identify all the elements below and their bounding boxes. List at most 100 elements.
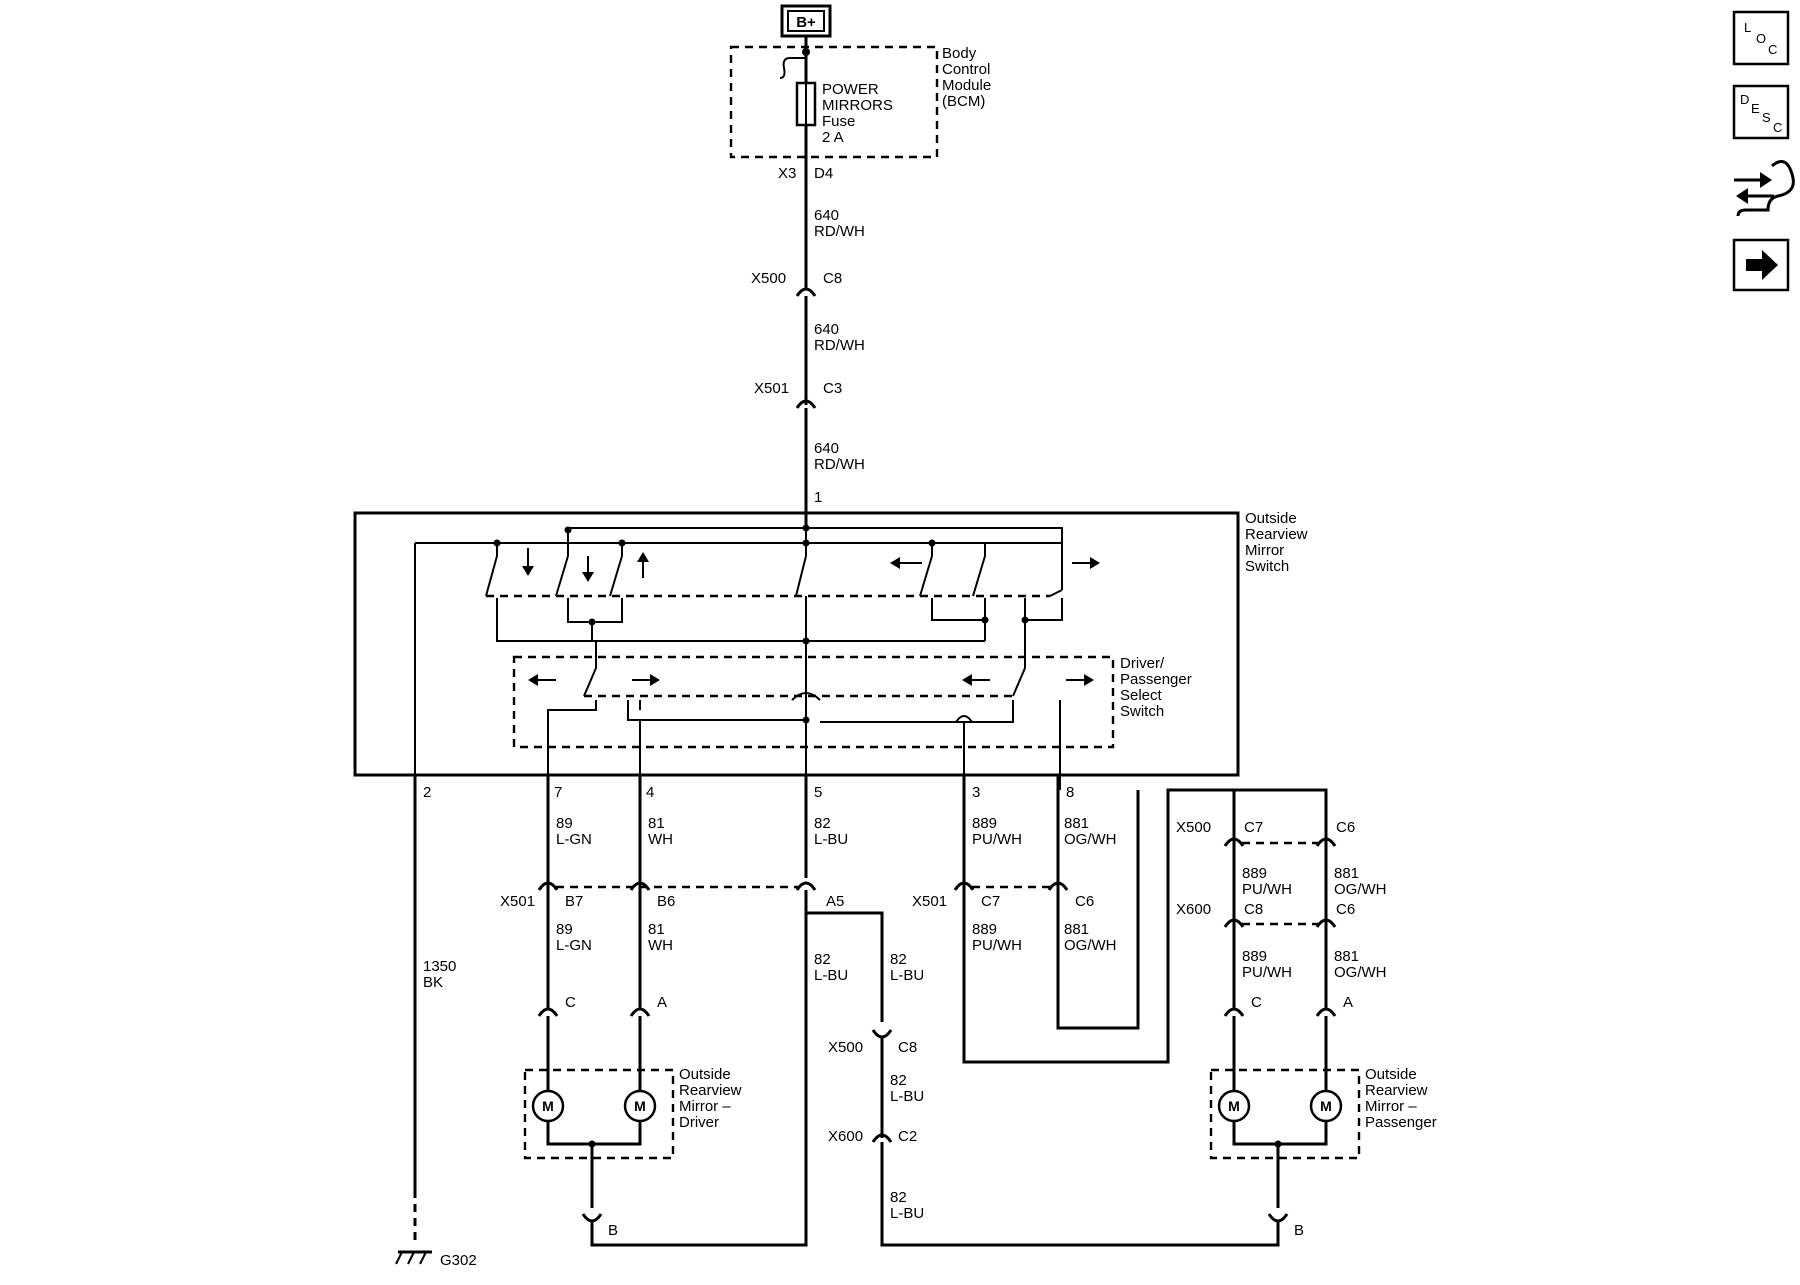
svg-text:889: 889 <box>972 815 997 832</box>
passenger-mirror-connectors: C A <box>1223 994 1353 1090</box>
svg-text:C7: C7 <box>1244 819 1263 836</box>
svg-text:A5: A5 <box>826 893 844 910</box>
svg-text:MIRRORS: MIRRORS <box>822 97 893 114</box>
connector-x600-c8-c6: X600 C8 C6 <box>1176 901 1355 928</box>
svg-text:L: L <box>1744 20 1751 35</box>
svg-text:X501: X501 <box>500 893 535 910</box>
select-switch-outline <box>512 655 1115 749</box>
svg-text:C2: C2 <box>898 1128 917 1145</box>
wire-89-label-b: 89L-GN <box>556 921 592 954</box>
connector-x500-c7-c6: X500 C7 C6 <box>1176 819 1355 847</box>
svg-text:X500: X500 <box>828 1039 863 1056</box>
connector-x501-row: X501 B7 B6 A5 <box>500 881 844 910</box>
svg-text:RD/WH: RD/WH <box>814 456 865 473</box>
svg-text:C7: C7 <box>981 893 1000 910</box>
mirror-switch-outline <box>353 511 1240 777</box>
mirror-switch-label: Outside Rearview Mirror Switch <box>1245 510 1308 575</box>
svg-text:Switch: Switch <box>1120 703 1164 720</box>
svg-text:889: 889 <box>972 921 997 938</box>
svg-text:881: 881 <box>1064 921 1089 938</box>
wire-1350-label: 1350 BK <box>423 958 456 991</box>
svg-text:4: 4 <box>646 784 654 801</box>
power-label: B+ <box>796 14 816 31</box>
svg-text:640: 640 <box>814 440 839 457</box>
bcm-label: Body Control Module (BCM) <box>942 45 991 110</box>
svg-text:81: 81 <box>648 815 665 832</box>
connector-x500-c8-lower: X500 C8 <box>828 1029 917 1138</box>
svg-text:Passenger: Passenger <box>1120 671 1192 688</box>
svg-text:640: 640 <box>814 321 839 338</box>
svg-text:B7: B7 <box>565 893 583 910</box>
wire-640-label-c: 640 RD/WH <box>814 440 865 473</box>
svg-text:1350: 1350 <box>423 958 456 975</box>
bcm-internal-feed <box>779 57 806 79</box>
svg-text:L-BU: L-BU <box>890 1205 924 1222</box>
svg-text:WH: WH <box>648 937 673 954</box>
passenger-mirror-outline <box>1209 1068 1361 1160</box>
svg-text:Body: Body <box>942 45 977 62</box>
svg-text:B: B <box>1294 1222 1304 1239</box>
svg-text:881: 881 <box>1334 865 1359 882</box>
svg-text:8: 8 <box>1066 784 1074 801</box>
passenger-mirror-common <box>1232 1121 1328 1146</box>
svg-text:7: 7 <box>554 784 562 801</box>
svg-text:881: 881 <box>1064 815 1089 832</box>
svg-text:Select: Select <box>1120 687 1163 704</box>
svg-text:Mirror –: Mirror – <box>1365 1098 1417 1115</box>
svg-text:C: C <box>565 994 576 1011</box>
wire-82-to-x500 <box>806 911 884 1022</box>
svg-text:Rearview: Rearview <box>1245 526 1308 543</box>
bcm-connector-label: X3 <box>778 165 796 182</box>
connector-x501-c7-c6: X501 C7 C6 <box>912 881 1094 910</box>
svg-text:Rearview: Rearview <box>1365 1082 1428 1099</box>
svg-text:Driver/: Driver/ <box>1120 655 1165 672</box>
svg-text:81: 81 <box>648 921 665 938</box>
svg-text:89: 89 <box>556 815 573 832</box>
svg-text:L-GN: L-GN <box>556 937 592 954</box>
svg-text:Module: Module <box>942 77 991 94</box>
svg-text:M: M <box>1320 1098 1332 1114</box>
wire-640-label-b: 640 RD/WH <box>814 321 865 354</box>
location-button[interactable]: L O C <box>1732 10 1790 66</box>
svg-text:PU/WH: PU/WH <box>972 937 1022 954</box>
svg-text:OG/WH: OG/WH <box>1064 937 1117 954</box>
svg-text:2 A: 2 A <box>822 129 844 146</box>
svg-text:89: 89 <box>556 921 573 938</box>
svg-text:889: 889 <box>1242 865 1267 882</box>
svg-text:A: A <box>657 994 667 1011</box>
driver-mirror-motor-right-icon: M <box>623 1089 657 1123</box>
svg-text:X600: X600 <box>828 1128 863 1145</box>
svg-text:G302: G302 <box>440 1252 477 1269</box>
svg-text:C8: C8 <box>823 270 842 287</box>
connector-x500-c8-top: X500 C8 <box>751 270 842 405</box>
svg-text:889: 889 <box>1242 948 1267 965</box>
description-button[interactable]: D E S C <box>1732 84 1790 140</box>
svg-text:L-BU: L-BU <box>890 1088 924 1105</box>
connector-icon[interactable] <box>1734 160 1795 217</box>
svg-text:OG/WH: OG/WH <box>1334 881 1387 898</box>
svg-text:Control: Control <box>942 61 990 78</box>
select-switch-label: Driver/ Passenger Select Switch <box>1120 655 1192 720</box>
svg-text:X600: X600 <box>1176 901 1211 918</box>
svg-text:C: C <box>1773 120 1782 135</box>
arrow-right-icon[interactable] <box>1732 238 1790 292</box>
svg-text:C8: C8 <box>898 1039 917 1056</box>
svg-text:Driver: Driver <box>679 1114 719 1131</box>
battery-power-terminal: B+ <box>780 4 832 38</box>
wire-82-label-b: 82L-BU <box>814 951 848 984</box>
svg-text:L-BU: L-BU <box>814 831 848 848</box>
svg-text:82: 82 <box>890 951 907 968</box>
svg-text:Mirror –: Mirror – <box>679 1098 731 1115</box>
driver-mirror-outline <box>523 1068 675 1160</box>
svg-text:PU/WH: PU/WH <box>1242 881 1292 898</box>
svg-text:82: 82 <box>890 1189 907 1206</box>
svg-text:C6: C6 <box>1336 901 1355 918</box>
passenger-mirror-label: Outside Rearview Mirror – Passenger <box>1365 1066 1437 1131</box>
